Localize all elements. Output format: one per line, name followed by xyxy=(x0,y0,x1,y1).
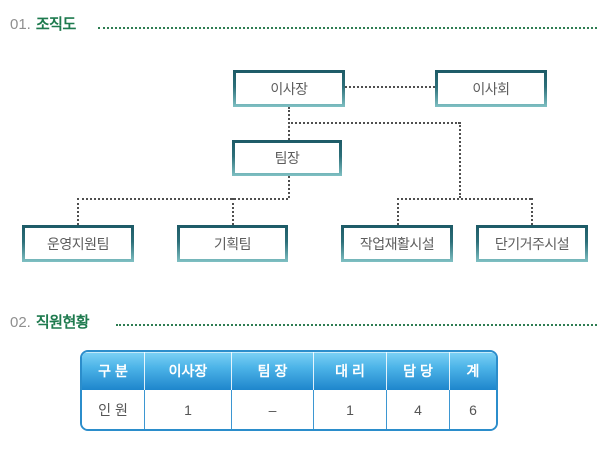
section-01-heading: 01. 조직도 xyxy=(10,13,76,33)
value-team-leader-count: – xyxy=(232,390,314,429)
connector-ops-support-drop xyxy=(77,198,79,225)
value-deputy-count: 1 xyxy=(314,390,387,429)
section-02-dotted-leader xyxy=(116,324,597,326)
staff-table-data-row: 인 원 1 – 1 4 6 xyxy=(82,390,496,429)
connector-short-stay-drop xyxy=(531,198,533,225)
org-node-work-rehab: 작업재활시설 xyxy=(341,225,453,262)
header-cell-staff: 담 당 xyxy=(387,352,450,390)
connector-left-branch-horizontal xyxy=(77,198,288,200)
connector-teamleader-down xyxy=(288,176,290,198)
connector-branch-right-vertical xyxy=(459,122,461,198)
org-node-ops-support: 운영지원팀 xyxy=(22,225,134,262)
header-cell-deputy: 대 리 xyxy=(314,352,387,390)
connector-chairman-board xyxy=(345,86,435,88)
section-02-number: 02. xyxy=(10,314,31,331)
connector-branch-right-top xyxy=(288,122,460,124)
staff-table-header-row: 구 분 이사장 팀 장 대 리 담 당 계 xyxy=(82,352,496,390)
org-node-team-leader: 팀장 xyxy=(232,140,342,176)
section-02-title: 직원현황 xyxy=(35,314,90,331)
org-node-board: 이사회 xyxy=(435,70,547,107)
header-cell-chairman: 이사장 xyxy=(145,352,232,390)
org-node-chairman-label: 이사장 xyxy=(236,73,342,104)
value-total-count: 6 xyxy=(469,401,477,418)
org-node-team-leader-label: 팀장 xyxy=(235,143,339,173)
staff-table: 구 분 이사장 팀 장 대 리 담 당 계 인 원 1 – 1 4 6 xyxy=(80,350,498,431)
value-chairman-count: 1 xyxy=(145,390,232,429)
section-01-number: 01. xyxy=(10,16,31,33)
section-01-dotted-leader xyxy=(98,27,597,29)
org-node-ops-support-label: 운영지원팀 xyxy=(25,228,131,259)
row-label-personnel: 인 원 xyxy=(82,390,145,429)
section-02-heading: 02. 직원현황 xyxy=(10,311,90,331)
org-node-planning-label: 기획팀 xyxy=(180,228,285,259)
header-cell-category: 구 분 xyxy=(82,352,145,390)
connector-planning-drop xyxy=(232,198,234,225)
header-cell-team-leader: 팀 장 xyxy=(232,352,314,390)
org-node-planning: 기획팀 xyxy=(177,225,288,262)
section-01-title: 조직도 xyxy=(35,16,76,33)
connector-work-rehab-drop xyxy=(397,198,399,225)
org-node-board-label: 이사회 xyxy=(438,73,544,104)
connector-right-branch-horizontal xyxy=(397,198,531,200)
org-node-short-stay: 단기거주시설 xyxy=(476,225,588,262)
header-cell-total: 계 xyxy=(466,363,480,379)
org-node-short-stay-label: 단기거주시설 xyxy=(479,228,585,259)
value-staff-count: 4 xyxy=(387,390,450,429)
org-node-work-rehab-label: 작업재활시설 xyxy=(344,228,450,259)
org-node-chairman: 이사장 xyxy=(233,70,345,107)
